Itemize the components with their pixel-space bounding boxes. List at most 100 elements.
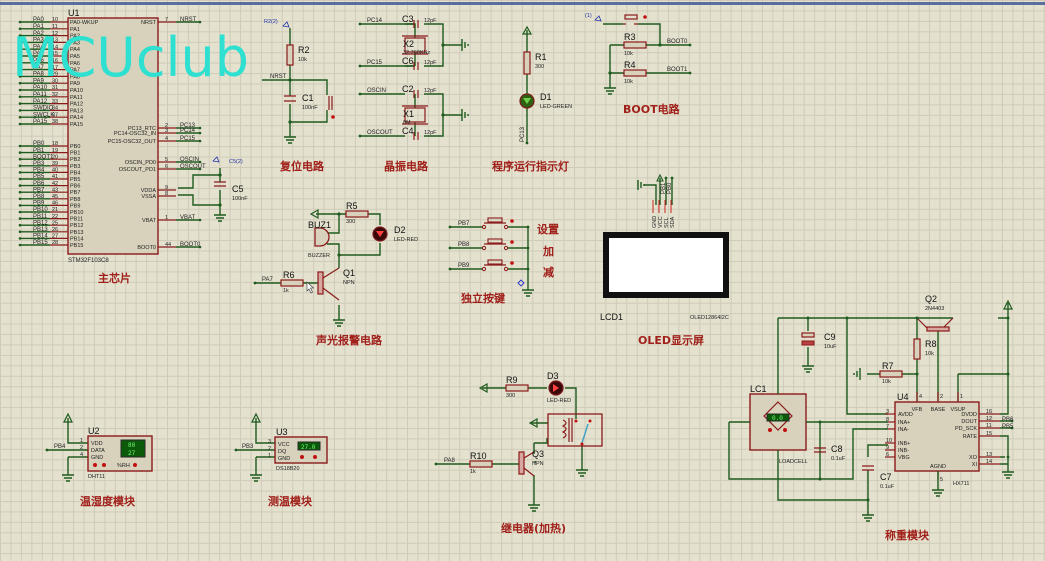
u1-net-label: PB11 (33, 214, 48, 220)
block-title-relay: 继电器(加热) (501, 521, 566, 535)
u1-pin-name: PB3 (70, 164, 80, 170)
r8-ref: R8 (925, 339, 937, 349)
c6-value: 12pF (424, 60, 437, 66)
dht11-inc-button[interactable] (102, 463, 106, 467)
u1-pin-number: 16 (52, 58, 58, 64)
u1-pin-name: PA2 (70, 34, 80, 40)
crystal-net-oscin: OSCIN (367, 88, 386, 94)
u1-pin-number: 30 (52, 78, 58, 84)
ds18b20-pin-num-3: 3 (268, 439, 271, 445)
u1-right-pin-name: NRST (141, 20, 157, 26)
dht11-sensor[interactable]: VDD DATA GND 1 2 4 80 27 %RH U2 DHT11 PB… (45, 412, 153, 482)
hx711-left-pin-name: VBG (898, 455, 910, 461)
dht11-mode-button[interactable] (133, 463, 137, 467)
ds18b20-ref: U3 (276, 427, 288, 437)
key-net-label: PB7 (458, 221, 470, 227)
block-title-weight: 称重模块 (885, 528, 930, 542)
u1-right-pin-number: 5 (165, 157, 168, 163)
q1-ref: Q1 (343, 268, 355, 278)
push-button[interactable] (487, 238, 503, 244)
u1-net-label: PA7 (33, 65, 45, 71)
u1-net-label: PA10 (33, 85, 48, 91)
u1-right-pin-number: 3 (165, 128, 168, 134)
c5-probe: C5(2) (229, 159, 243, 165)
u1-pin-number: 12 (52, 31, 58, 37)
u1-pin-name: PB11 (70, 217, 83, 223)
ds18b20-inc-button[interactable] (313, 455, 317, 459)
ds18b20-dec-button[interactable] (300, 455, 304, 459)
u1-pin-number: 14 (52, 44, 58, 50)
u1-pin-number: 28 (52, 240, 58, 246)
relay-circuit[interactable]: R9 300 D3 LED-RED R10 1k Q3 NPN PA8 (434, 371, 603, 512)
push-button[interactable] (487, 259, 503, 265)
hx711-top-pin-name: BASE (931, 407, 946, 413)
boot-circuit[interactable]: (1) R3 10k R4 10k BOOT0 BOOT1 (585, 13, 692, 95)
c1-ref: C1 (302, 93, 314, 103)
u1-pin-number: 37 (52, 112, 58, 118)
u1-right-pin-number: 2 (165, 123, 168, 129)
alarm-circuit[interactable]: R5 300 D2 LED-RED BUZ1 BUZZER R6 1k Q1 N… (253, 201, 419, 327)
run-led-net: PC13 (520, 126, 526, 142)
u1-pin-name: PA13 (70, 108, 83, 114)
u1-right-pin-name: PC14-OSC32_IN (114, 131, 156, 137)
ds18b20-sensor[interactable]: VCC DQ GND 3 2 1 27.0 U3 DS18B20 PB3 (234, 412, 328, 482)
dht11-pin-gnd: GND (91, 455, 103, 461)
d2-value: LED-RED (394, 237, 418, 243)
hx711-bottom-pin-name: AGND (930, 464, 946, 470)
c1-value: 100nF (302, 105, 318, 111)
u1-pin-name: PB2 (70, 157, 80, 163)
u1-right-pin-number: 9 (165, 185, 168, 191)
loadcell-dec-button[interactable] (768, 428, 772, 432)
r8-value: 10k (925, 351, 934, 357)
u1-net-label: PA9 (33, 78, 45, 84)
u1-pin-number: 18 (52, 141, 58, 147)
r2-ref: R2 (298, 45, 310, 55)
u1-pin-name: PA6 (70, 61, 80, 67)
u1-body[interactable] (67, 17, 159, 255)
u1-net-label: SWCLK (33, 112, 54, 118)
u1-right-net-label: PC14 (180, 128, 196, 134)
u1-pin-name: PB12 (70, 223, 83, 229)
crystal-net-pc15: PC15 (367, 60, 383, 66)
r5-ref: R5 (346, 201, 358, 211)
block-title-keys: 独立按键 (460, 291, 506, 305)
u1-right-pin-name: OSCIN_PD0 (125, 160, 156, 166)
u1-pin-number: 27 (52, 234, 58, 240)
u1-pin-name: PB1 (70, 151, 80, 157)
u1-right-pin-number: 7 (165, 17, 168, 23)
oled-display[interactable]: PB1 PB0 GND VCC SCL SDA LCD1 OLED12864I2… (600, 173, 729, 322)
ds18b20-pin-dq: DQ (278, 449, 287, 455)
loadcell-inc-button[interactable] (783, 428, 787, 432)
u1-net-label: PB6 (33, 181, 45, 187)
crystal-circuit[interactable]: PC14 PC15 OSCIN OSCOUT C3 12pF C6 12pF C… (358, 14, 469, 140)
oled-pin-scl: SCL (664, 217, 670, 228)
u1-pin-name: PA12 (70, 102, 83, 108)
c2-value: 12pF (424, 88, 437, 94)
u1-pin-number: 26 (52, 227, 58, 233)
c5-capacitor[interactable]: C5 100nF C5(2) (178, 156, 248, 222)
q1-value: NPN (343, 280, 355, 286)
u1-net-label: PB8 (33, 194, 45, 200)
r2-value: 10k (298, 57, 307, 63)
u1-right-pin-name: OSCOUT_PD1 (119, 167, 156, 173)
push-button[interactable] (487, 217, 503, 223)
oled-net-pb1: PB1 (661, 182, 667, 194)
hx711-left-pin-number: 8 (886, 417, 889, 423)
run-led-circuit[interactable]: R1 300 D1 LED-GREEN PC13 (519, 25, 572, 145)
u1-pin-name: PA7 (70, 68, 80, 74)
hx711-net-pb6: PB6 (1002, 417, 1014, 423)
relay-body (547, 413, 603, 447)
u1-pin-name: PB14 (70, 236, 83, 242)
dht11-dec-button[interactable] (93, 463, 97, 467)
hx711-top-pin-number: 1 (960, 394, 963, 400)
u1-net-label: PA5 (33, 51, 45, 57)
reset-circuit[interactable]: R2(2) NRST R2 10k C1 100nF (262, 19, 335, 144)
ds18b20-pin-num-2: 2 (268, 446, 271, 452)
boot-net-boot0: BOOT0 (667, 39, 688, 45)
dht11-unit[interactable]: %RH (117, 463, 130, 469)
